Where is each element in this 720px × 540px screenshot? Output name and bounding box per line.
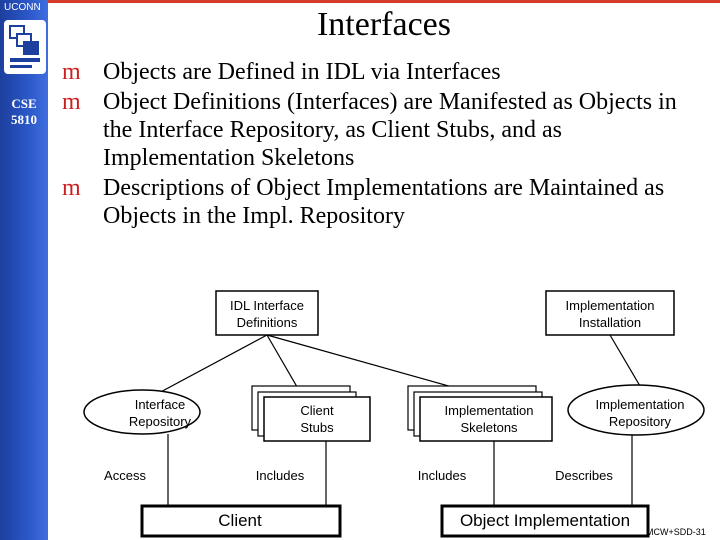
impl-skeletons-line-2: Skeletons (460, 420, 518, 435)
client-stubs-box (263, 396, 371, 442)
object-implementation-box (440, 504, 650, 538)
label-includes-1: Includes (256, 468, 305, 483)
client-stubs-line-1: Client (300, 403, 334, 418)
object-impl-label: Object Implementation (460, 511, 630, 530)
edge-idl-repo (154, 334, 268, 396)
page-title: Interfaces (316, 6, 451, 43)
idl-definitions-box (215, 290, 319, 336)
interface-repo-line-2: Repository (129, 414, 192, 429)
bullet-text: Object Definitions (Interfaces) are Mani… (103, 89, 677, 171)
client-stubs-line-2: Stubs (300, 420, 334, 435)
university-logo (4, 20, 46, 74)
bullet-item: m Objects are Defined in IDL via Interfac… (62, 58, 702, 86)
client-label: Client (218, 511, 262, 530)
interface-repository-ellipse (83, 389, 201, 435)
impl-install-line-1: Implementation (566, 298, 655, 313)
bullet-marker: m (62, 59, 81, 85)
impl-repo-line-1: Implementation (596, 397, 685, 412)
label-access: Access (104, 468, 146, 483)
course-line-1: CSE (11, 96, 37, 111)
sidebar: UCONN CSE 5810 (0, 0, 48, 540)
bullet-marker: m (62, 89, 81, 115)
bullet-text: Descriptions of Object Implementations a… (103, 175, 665, 229)
client-box (140, 504, 342, 538)
accent-bar (48, 0, 720, 3)
edge-idl-skeletons (266, 334, 471, 393)
edge-idl-stubs (266, 334, 301, 393)
impl-installation-box (545, 290, 675, 336)
impl-install-line-2: Installation (579, 315, 641, 330)
label-describes: Describes (555, 468, 613, 483)
edge-install-repo (609, 334, 641, 387)
bullet-list: m Objects are Defined in IDL via Interfac… (62, 58, 702, 232)
impl-skeletons-line-1: Implementation (445, 403, 534, 418)
brand-text: UCONN (4, 2, 41, 13)
bullet-item: m Descriptions of Object Implementations … (62, 174, 702, 230)
interface-repo-line-1: Interface (135, 397, 186, 412)
idl-box-line-2: Definitions (237, 315, 298, 330)
label-includes-2: Includes (418, 468, 467, 483)
impl-skeletons-box (419, 396, 553, 442)
impl-repo-line-2: Repository (609, 414, 672, 429)
logo-icon (9, 25, 40, 68)
bullet-item: m Object Definitions (Interfaces) are Man… (62, 88, 702, 172)
impl-repository-ellipse (567, 384, 705, 436)
bullet-marker: m (62, 175, 81, 201)
course-line-2: 5810 (11, 112, 37, 127)
slide-footer-code: MCW+SDD-31 (646, 527, 706, 537)
course-code: CSE 5810 (0, 96, 48, 128)
bullet-text: Objects are Defined in IDL via Interface… (103, 59, 501, 85)
idl-box-line-1: IDL Interface (230, 298, 304, 313)
